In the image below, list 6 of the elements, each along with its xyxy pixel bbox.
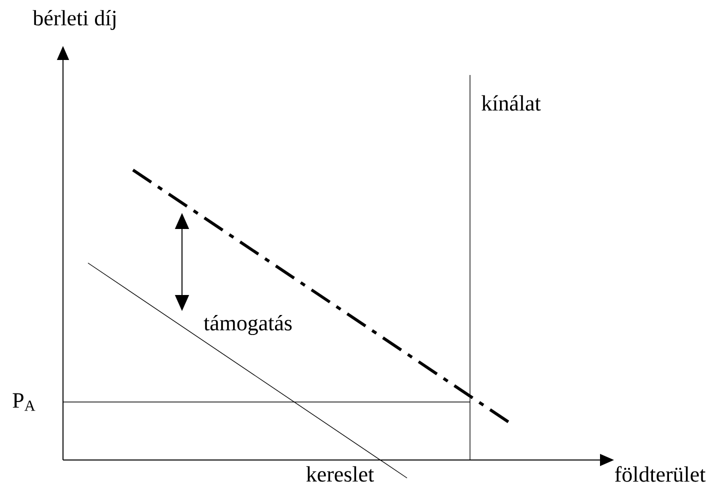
axis-label: P$_{A}$ bbox=[12, 393, 36, 411]
axis-label: kínálat bbox=[482, 95, 541, 111]
axis-label: földterület bbox=[615, 466, 706, 482]
axis-label: bérleti díj bbox=[32, 10, 116, 30]
axis-label: támogatás bbox=[204, 315, 292, 335]
axis-label: kereslet bbox=[306, 466, 374, 482]
